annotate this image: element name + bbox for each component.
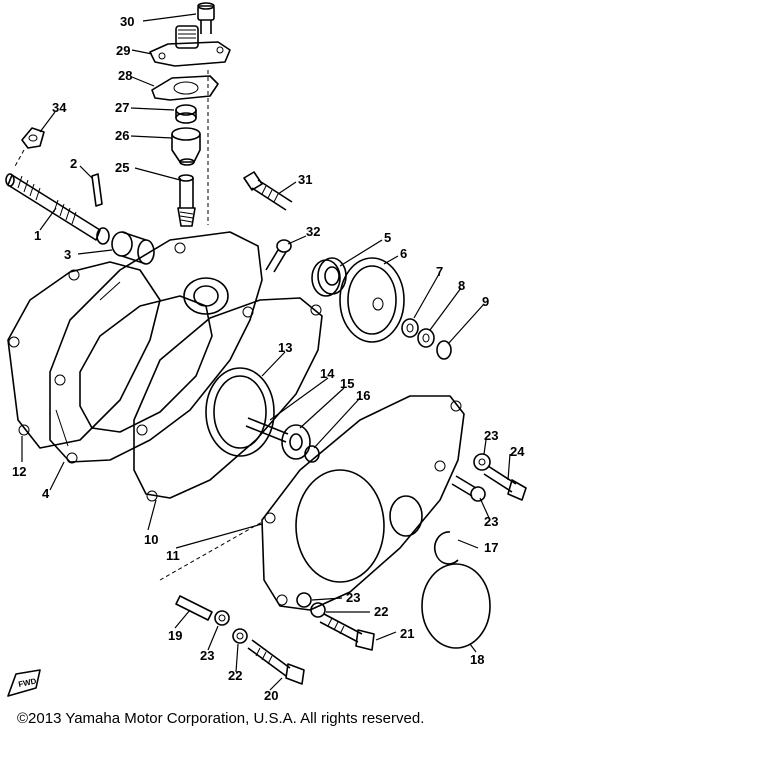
part-26-bolt [243,171,293,211]
part-13-gear [205,367,275,457]
label-9: 9 [482,294,489,309]
label-23-mid: 23 [346,590,360,605]
label-33: 30 [120,14,134,29]
label-1: 1 [34,228,41,243]
part-12-gasket [7,261,161,449]
part-30-seal [175,104,197,124]
label-30: 27 [115,100,129,115]
part-22-washer-lower [232,628,248,644]
label-19: 19 [168,628,182,643]
part-33-bolt [197,2,215,34]
label-3: 3 [64,247,71,262]
part-labels: 30 29 28 27 26 25 34 2 1 3 31 32 5 6 7 8… [12,14,525,703]
part-29-bushing [171,127,201,166]
label-29: 26 [115,128,129,143]
leader-lines [21,13,511,691]
part-17-circlip [434,531,459,565]
part-21-bolt [319,613,375,651]
label-6: 6 [400,246,407,261]
part-24-bolt [451,475,486,502]
part-10-gasket [133,297,323,502]
label-24: 23 [484,514,498,529]
label-27: 32 [306,224,320,239]
copyright-notice: ©2013 Yamaha Motor Corporation, U.S.A. A… [17,710,425,727]
part-27-screw [265,239,292,273]
label-28: 25 [115,160,129,175]
assembly-line-34 [13,149,25,169]
part-23-washer-lower [214,610,230,626]
assembly-line-lower [159,521,263,581]
label-5: 5 [384,230,391,245]
label-18: 18 [470,652,484,667]
label-31: 28 [118,68,132,83]
part-4-gear-case [49,231,263,464]
part-3-bushing [111,231,155,265]
part-31-gasket [151,75,219,101]
part-9-clip [436,340,452,360]
label-10: 10 [144,532,158,547]
label-11: 11 [166,548,180,563]
part-8-washer [417,328,435,348]
label-23-right: 23 [484,428,498,443]
label-22-lower: 22 [228,668,242,683]
label-7: 7 [436,264,443,279]
part-23-washer-mid [296,592,312,608]
label-2: 2 [70,156,77,171]
part-15-bearing [281,424,311,460]
label-17: 17 [484,540,498,555]
label-13: 13 [278,340,292,355]
label-12: 12 [12,464,26,479]
label-34: 34 [52,100,67,115]
part-2-pin [91,173,103,207]
label-22-mid: 22 [374,604,388,619]
part-34-washer [21,127,45,149]
label-8: 8 [458,278,465,293]
label-21: 21 [400,626,414,641]
fwd-arrow-icon: FWD [7,669,41,697]
label-32: 29 [116,43,130,58]
label-25: 24 [510,444,525,459]
label-26: 31 [298,172,312,187]
part-19-dowel [175,595,213,621]
part-25-bolt [483,465,527,501]
part-32-flange [149,25,231,67]
label-20: 20 [264,688,278,703]
label-16: 16 [356,388,370,403]
part-23-washer-right [473,453,491,471]
part-6-gear [339,257,405,343]
part-20-bolt [247,639,305,685]
part-28-driven-gear-shaft [177,174,196,227]
label-4: 4 [42,486,50,501]
part-7-washer [401,318,419,338]
part-1-worm-shaft [5,173,110,245]
label-15: 15 [340,376,354,391]
fwd-label: FWD [18,676,38,689]
part-14-shaft [245,417,289,443]
label-14: 14 [320,366,335,381]
part-11-cover [261,395,465,611]
label-23-lower: 23 [200,648,214,663]
part-22-washer-mid [310,602,326,618]
part-18-o-ring [421,563,491,649]
